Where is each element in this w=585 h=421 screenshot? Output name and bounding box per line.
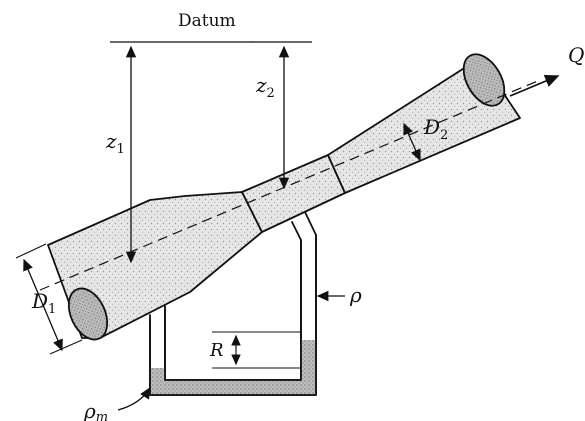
rho-label: ρ <box>349 283 362 307</box>
manometer-fluid <box>150 340 316 395</box>
z2-subscript: 2 <box>267 86 275 101</box>
d1-dimension-arrow <box>23 258 63 352</box>
d2-dimension-arrow <box>403 122 421 162</box>
d2-subscript: 2 <box>440 128 448 143</box>
z1-subscript: 1 <box>117 142 125 157</box>
z2-label: z2 <box>255 73 275 101</box>
d1-subscript: 1 <box>48 302 56 317</box>
q-label: Q <box>568 43 584 67</box>
rhom-pointer <box>117 386 151 411</box>
rhom-subscript: m <box>96 410 108 421</box>
flow-arrow <box>509 75 560 97</box>
centerline <box>39 79 541 291</box>
d2-label: D2 <box>423 115 448 143</box>
datum-label: Datum <box>178 11 236 31</box>
r-label: R <box>209 340 224 361</box>
z1-label: z1 <box>105 129 125 157</box>
d1-label: D1 <box>31 289 56 317</box>
inlet-opening <box>67 287 109 341</box>
outlet-opening <box>462 53 506 107</box>
throat-section <box>241 154 346 233</box>
rhom-label: ρm <box>83 399 108 421</box>
